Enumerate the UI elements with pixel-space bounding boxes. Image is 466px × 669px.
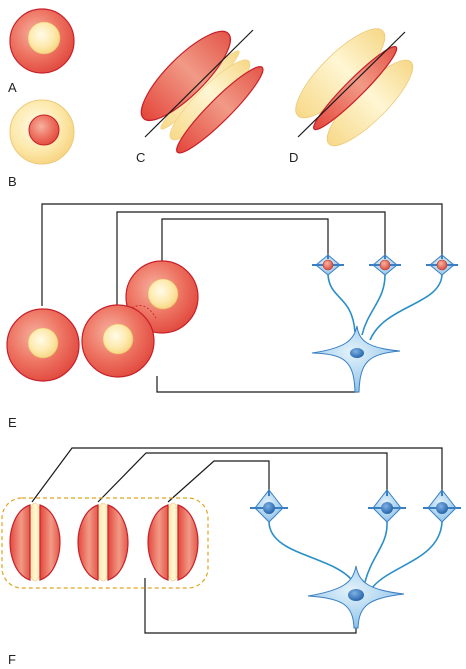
wire-to-input-cell-1 [161,218,329,286]
upper-red-lobe [140,30,231,121]
center-red-strip [313,46,398,131]
panel-label-e: E [8,415,17,430]
receptive-field-1-center [27,327,59,359]
axon-3 [369,274,443,341]
wire-to-input-cell-1 [167,460,270,503]
oriented-field-3 [147,502,199,582]
wire-to-input-cell-2 [116,211,386,340]
panel-c-oriented-field [140,30,264,154]
lower-red-lobe [176,66,264,154]
orientation-line [144,29,254,138]
axon-1 [327,274,356,333]
simple-cell [311,325,401,393]
simple-cell-2 [368,489,406,523]
input-neuron-3 [426,254,458,276]
input-neuron-2 [369,254,401,276]
panel-label-f: F [8,652,16,667]
panel-label-a: A [8,80,17,95]
receptive-field-3-center [147,278,179,310]
axon-2 [364,521,388,583]
panel-b-off-center-field [9,99,75,165]
simple-cell-1 [250,489,288,523]
panel-a-on-center-field [9,8,75,74]
input-neuron-1 [312,254,344,276]
panel-d-oriented-field [295,28,414,147]
wire-to-input-cell-2 [97,452,388,503]
panel-f-neurons [250,489,461,629]
overlap-outline [131,305,157,319]
axon-3 [371,521,443,589]
oriented-field-2 [77,502,129,582]
simple-cell-3 [423,489,461,523]
axon-2 [361,274,386,336]
center-disc [27,21,61,55]
complex-cell [307,565,405,629]
axon-1 [268,521,353,581]
orientation-line [297,31,406,138]
wire-to-input-cell-3 [31,447,443,503]
panel-label-b: B [8,174,17,189]
center-disc [28,114,60,146]
panel-label-d: D [289,150,298,165]
oriented-field-1 [9,502,61,582]
wire-from-simple-cell [156,376,358,393]
receptive-field-outline [1,497,209,589]
wire-to-input-cell-3 [41,203,443,306]
panel-label-c: C [136,150,145,165]
receptive-field-2-center [102,323,134,355]
panel-f-wiring [31,447,443,634]
panel-e-wiring [41,203,443,393]
panel-e-receptive-fields [6,260,199,382]
panel-e-neurons [311,254,458,393]
panel-f-receptive-fields [9,502,199,582]
wire-from-complex-cell [144,578,357,634]
